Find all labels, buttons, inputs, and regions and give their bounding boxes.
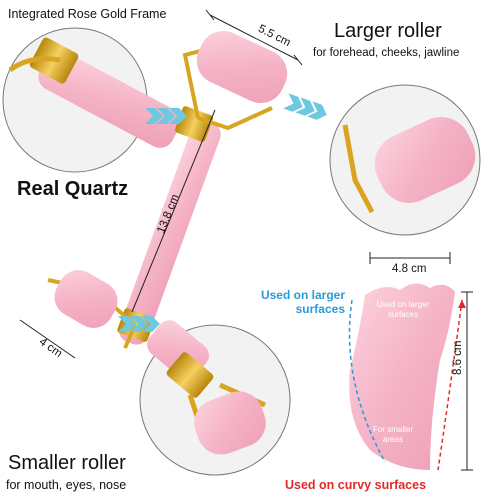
curvy-surfaces-label: Used on curvy surfaces xyxy=(285,478,427,492)
large-roller xyxy=(182,30,288,131)
real-quartz-label: Real Quartz xyxy=(17,178,129,200)
gua-sha-height-label: 8.6 cm xyxy=(452,340,464,375)
larger-roller-subtitle: for forehead, cheeks, jawline xyxy=(313,47,460,59)
larger-surfaces-label: Used on larger surfaces xyxy=(260,288,345,316)
smaller-roller-title: Smaller roller xyxy=(8,452,126,474)
chevron-arrow-icon xyxy=(118,316,160,332)
gua-sha-stone xyxy=(348,283,466,471)
chevron-arrow-icon xyxy=(145,108,187,124)
gua-sha-width-label: 4.8 cm xyxy=(392,263,427,275)
zoom-circle-frame xyxy=(2,27,181,173)
zoom-circle-smaller-roller xyxy=(139,320,291,476)
smaller-roller-subtitle: for mouth, eyes, nose xyxy=(6,478,127,492)
dimension-lines xyxy=(19,9,473,471)
chevron-arrow-icon xyxy=(283,93,327,120)
larger-roller-title: Larger roller xyxy=(334,20,442,42)
gua-sha-inner-top-label: Used on larger surfaces xyxy=(376,300,430,319)
zoom-circle-larger-roller xyxy=(329,84,481,236)
frame-label: Integrated Rose Gold Frame xyxy=(8,7,167,21)
gua-sha-inner-bottom-label: For smaller areas xyxy=(372,425,413,444)
